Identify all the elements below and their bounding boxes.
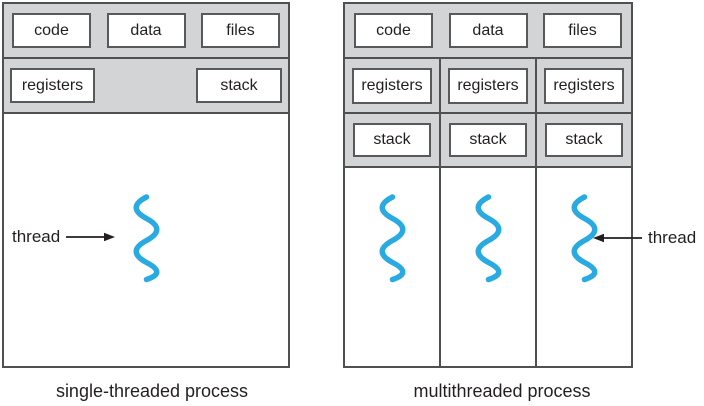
- multithreaded-caption: multithreaded process: [413, 381, 591, 401]
- left-shared-resources-band: code data files: [4, 4, 288, 59]
- stack-label: stack: [373, 131, 411, 148]
- thread-columns: registers stack registers: [345, 59, 631, 366]
- data-box: data: [448, 13, 528, 48]
- arrow-left-icon: [593, 233, 642, 243]
- code-label: code: [376, 21, 411, 39]
- right-thread-label: thread: [648, 228, 697, 247]
- left-thread-label: thread: [12, 227, 61, 246]
- files-box: files: [543, 13, 622, 48]
- arrow-right-icon: [66, 232, 116, 242]
- thread-squiggle-icon: [475, 194, 501, 283]
- thread-squiggle-icon: [379, 194, 405, 283]
- files-label: files: [226, 21, 255, 39]
- thread-area: [537, 168, 631, 366]
- stack-cell: stack: [345, 114, 439, 168]
- single-threaded-process-panel: code data files registers stack: [2, 2, 290, 368]
- stack-cell: stack: [441, 114, 535, 168]
- left-thread-context-band: registers stack: [4, 59, 288, 114]
- stack-box: stack: [545, 123, 623, 157]
- thread-column-3: registers stack: [535, 59, 631, 366]
- code-box: code: [12, 13, 91, 48]
- registers-cell: registers: [345, 59, 439, 114]
- stack-box: stack: [353, 123, 431, 157]
- registers-cell: registers: [441, 59, 535, 114]
- thread-squiggle-icon: [133, 194, 159, 283]
- registers-box: registers: [448, 67, 528, 104]
- registers-label: registers: [457, 76, 519, 94]
- data-label: data: [472, 21, 504, 39]
- data-label: data: [130, 21, 162, 39]
- thread-column-1: registers stack: [345, 59, 439, 366]
- files-label: files: [568, 21, 597, 39]
- registers-box: registers: [544, 67, 624, 104]
- files-box: files: [201, 13, 280, 48]
- code-box: code: [354, 13, 433, 48]
- code-label: code: [34, 21, 69, 39]
- stack-box: stack: [449, 123, 527, 157]
- right-thread-annotation: thread: [590, 228, 696, 248]
- registers-label: registers: [361, 76, 423, 94]
- multithreaded-process-panel: code data files registers stack: [343, 2, 633, 368]
- thread-area: [441, 168, 535, 366]
- stack-label: stack: [220, 76, 258, 94]
- registers-box: registers: [10, 68, 95, 103]
- registers-label: registers: [553, 76, 615, 94]
- left-thread-area: [4, 114, 288, 366]
- data-box: data: [106, 13, 186, 48]
- stack-label: stack: [469, 131, 507, 148]
- registers-cell: registers: [537, 59, 631, 114]
- registers-box: registers: [352, 67, 432, 104]
- stack-box: stack: [196, 68, 282, 103]
- left-thread-annotation: thread: [12, 227, 116, 247]
- stack-label: stack: [565, 131, 603, 148]
- single-threaded-caption: single-threaded process: [55, 381, 249, 401]
- stack-cell: stack: [537, 114, 631, 168]
- thread-area: [345, 168, 439, 366]
- registers-label: registers: [21, 76, 84, 94]
- thread-squiggle-icon: [571, 194, 597, 283]
- thread-column-2: registers stack: [439, 59, 535, 366]
- right-shared-resources-band: code data files: [345, 4, 631, 59]
